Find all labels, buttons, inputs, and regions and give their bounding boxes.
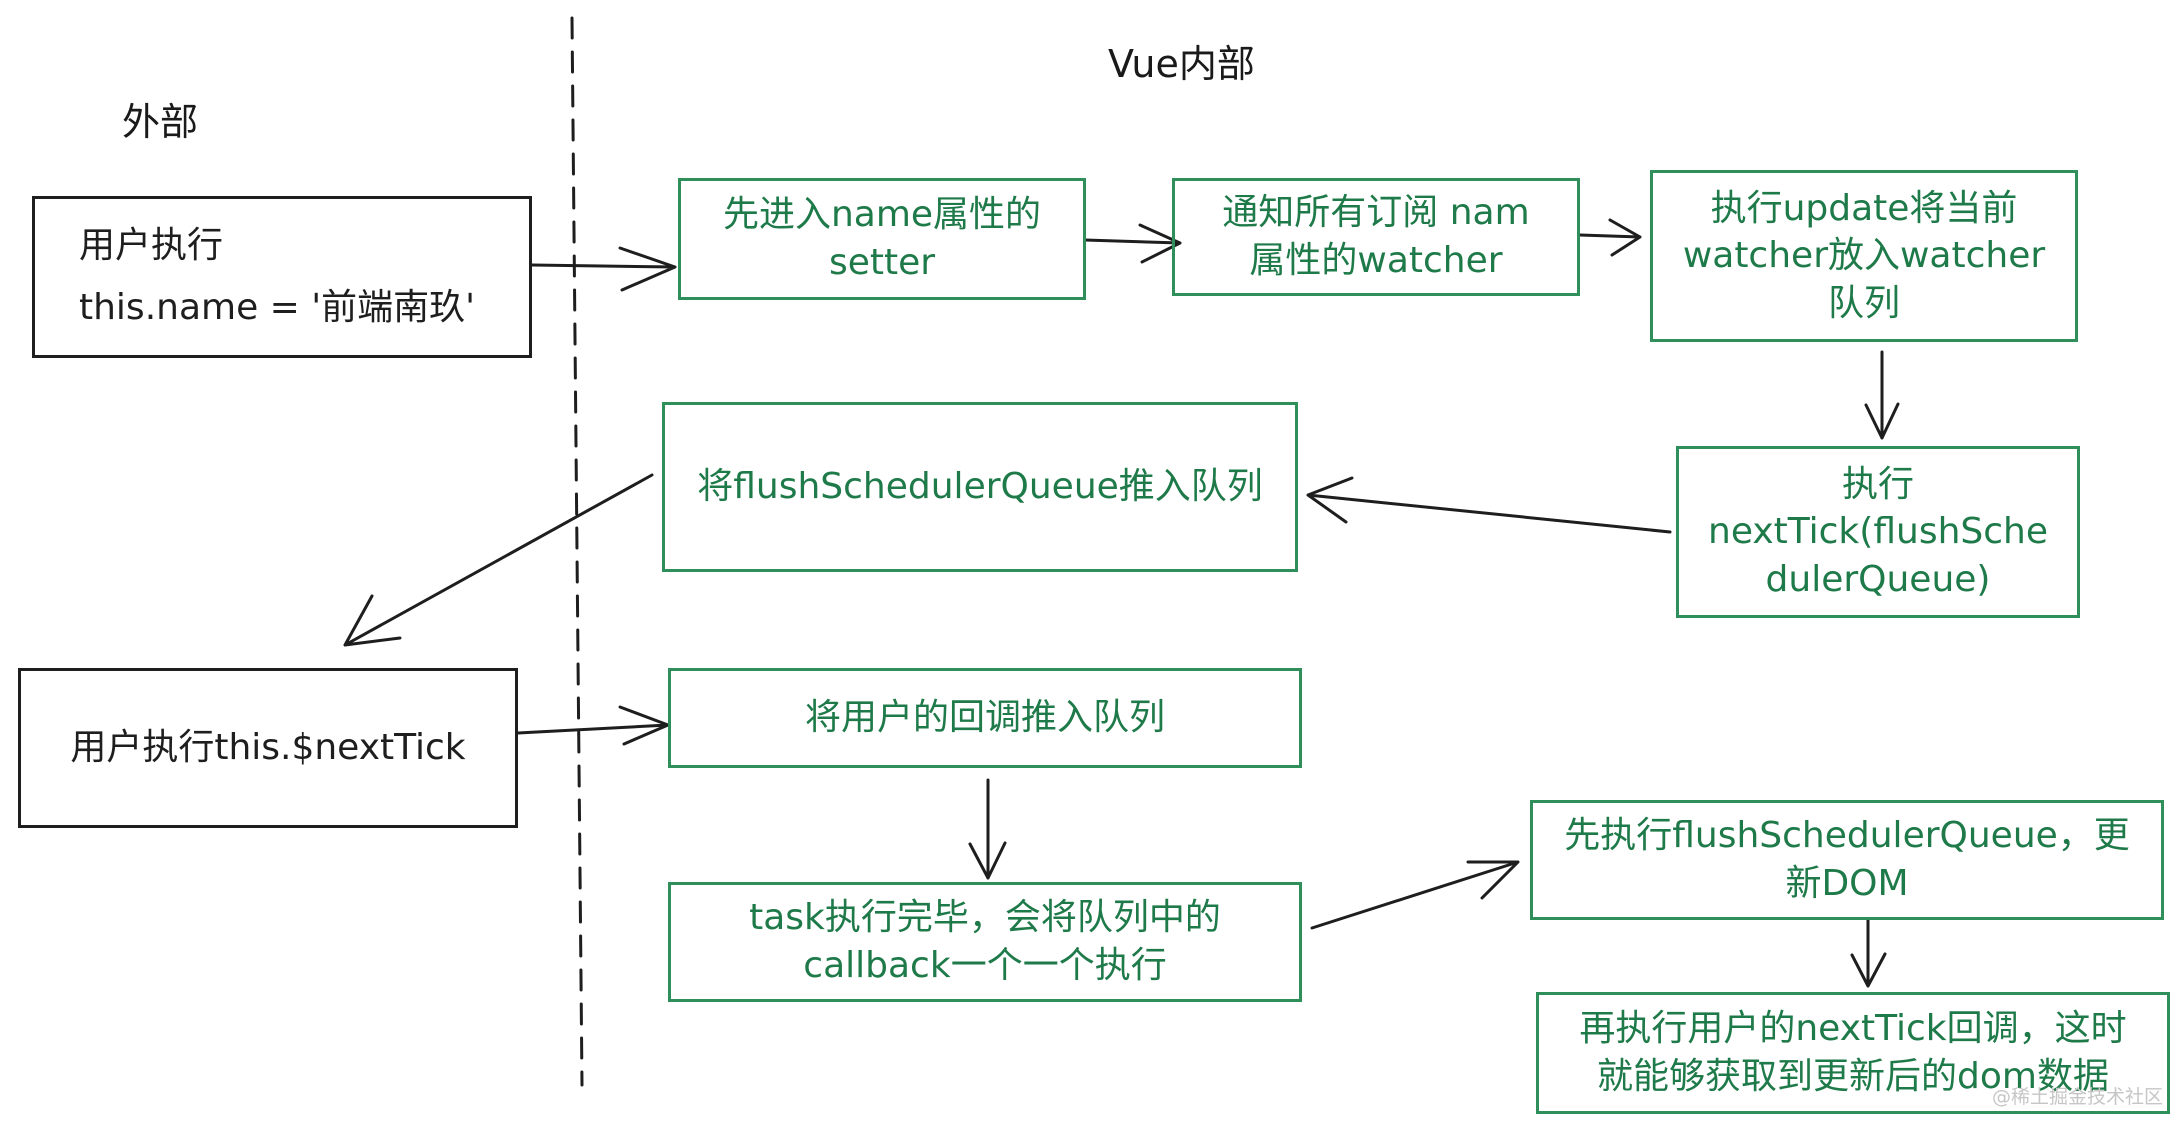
nexttick-flush-box: 执行 nextTick(flushSche dulerQueue) — [1676, 446, 2080, 618]
push-flush-queue-box: 将flushSchedulerQueue推入队列 — [662, 402, 1298, 572]
push-callback-text: 将用户的回调推入队列 — [804, 697, 1165, 739]
notify-watchers-text: 通知所有订阅 nam 属性的watcher — [1222, 192, 1530, 281]
update-queue-text: 执行update将当前 watcher放入watcher 队列 — [1682, 187, 2046, 324]
user-callback-text: 再执行用户的nextTick回调，这时 就能够获取到更新后的dom数据 — [1579, 1008, 2127, 1097]
vue-internal-label: Vue内部 — [1108, 42, 1255, 86]
arrow-notify-to-update — [1578, 218, 1642, 257]
nexttick-flush-text: 执行 nextTick(flushSche dulerQueue) — [1708, 463, 2048, 600]
divider-line — [570, 16, 584, 1087]
flush-first-text: 先执行flushSchedulerQueue，更 新DOM — [1564, 815, 2130, 904]
user-nexttick-box: 用户执行this.$nextTick — [18, 668, 518, 828]
setter-text: 先进入name属性的 setter — [722, 194, 1042, 283]
user-set-name-line2: this.name = '前端南玖' — [79, 287, 476, 328]
push-callback-box: 将用户的回调推入队列 — [668, 668, 1302, 768]
setter-box: 先进入name属性的 setter — [678, 178, 1086, 300]
update-queue-box: 执行update将当前 watcher放入watcher 队列 — [1650, 170, 2078, 342]
arrow-task-to-flush — [1310, 860, 1520, 930]
notify-watchers-box: 通知所有订阅 nam 属性的watcher — [1172, 178, 1580, 296]
task-run-text: task执行完毕，会将队列中的 callback一个一个执行 — [749, 897, 1221, 986]
arrow-nexttick-to-pushflush — [1306, 476, 1672, 534]
arrow-pushflush-to-usernexttick — [343, 473, 654, 647]
user-nexttick-text: 用户执行this.$nextTick — [70, 727, 466, 769]
user-callback-box: 再执行用户的nextTick回调，这时 就能够获取到更新后的dom数据 — [1536, 992, 2170, 1114]
user-set-name-line1: 用户执行 — [79, 225, 224, 267]
task-run-box: task执行完毕，会将队列中的 callback一个一个执行 — [668, 882, 1302, 1002]
user-set-name-box: 用户执行 this.name = '前端南玖' — [32, 196, 532, 358]
flush-first-box: 先执行flushSchedulerQueue，更 新DOM — [1530, 800, 2164, 920]
arrow-callback-to-task — [968, 778, 1007, 880]
arrow-user-to-setter — [530, 246, 677, 292]
external-label: 外部 — [122, 100, 199, 144]
watermark: @稀土掘金技术社区 — [1992, 1086, 2164, 1108]
push-flush-queue-text: 将flushSchedulerQueue推入队列 — [697, 466, 1263, 508]
arrow-flush-to-usercallback — [1850, 918, 1887, 988]
arrow-usernexttick-to-callback — [516, 705, 670, 746]
arrow-setter-to-notify — [1083, 223, 1182, 264]
arrow-update-to-nexttick — [1864, 350, 1900, 440]
